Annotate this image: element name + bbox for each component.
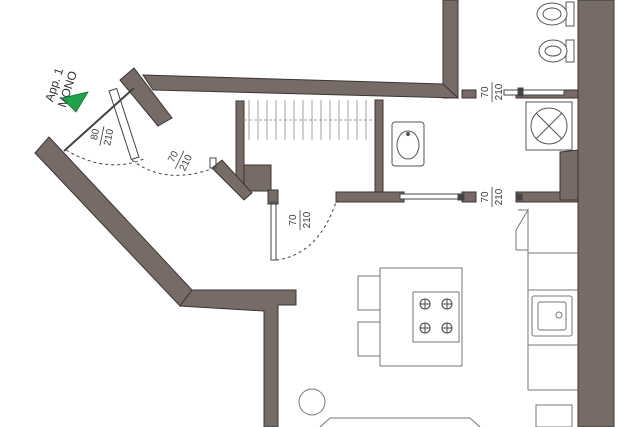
east-exterior-wall — [577, 0, 615, 427]
entrance-jamb — [119, 67, 173, 127]
kitchen-door-dimension: 70 210 — [480, 82, 505, 102]
kitchen-counter — [515, 208, 578, 427]
bath-west-wall — [374, 99, 384, 193]
bath-door-dimension: 70 210 — [480, 187, 505, 207]
wc — [536, 1, 575, 63]
kitchen-door-height: 210 — [494, 83, 505, 100]
washbasin — [391, 121, 425, 167]
top-wall-vertical — [442, 0, 459, 99]
kitchen-door — [515, 193, 523, 201]
diagonal-exterior-wall — [34, 136, 193, 307]
inner-door-left-width: 70 — [166, 149, 181, 164]
entrance-door-height: 210 — [102, 128, 116, 147]
corridor-door — [270, 201, 337, 261]
kitchen-partition-top — [461, 89, 477, 99]
cooktop — [412, 291, 460, 343]
fridge — [535, 404, 573, 427]
corridor-south-wall — [335, 191, 405, 203]
bath-door-height: 210 — [494, 188, 505, 205]
doors — [63, 87, 565, 261]
corridor-stub — [243, 164, 272, 192]
inner-door-left-dimension: 70 210 — [166, 149, 195, 173]
entrance-door-dimension: 80 210 — [89, 125, 116, 147]
wc-door — [503, 87, 565, 97]
chair-left-bottom — [357, 321, 381, 357]
top-wall-horizontal — [142, 74, 460, 99]
wc-wall-nub — [559, 149, 579, 201]
sofa — [298, 388, 481, 427]
burners — [419, 298, 453, 334]
dining-table — [357, 267, 463, 367]
bath-door-width: 70 — [480, 191, 491, 203]
boiler — [525, 101, 573, 151]
corridor-door-width: 70 — [288, 214, 299, 226]
closet-shelves — [244, 100, 375, 140]
corridor-diagonal — [211, 159, 253, 201]
entrance-marker-icon — [61, 91, 89, 113]
corridor-door-height: 210 — [302, 211, 313, 228]
chair-left-top — [357, 275, 381, 311]
kitchen-door-width: 70 — [480, 86, 491, 98]
corridor-door-dimension: 70 210 — [288, 210, 313, 230]
lamp — [298, 388, 326, 416]
entrance-door — [63, 87, 147, 166]
entrance-door-width: 80 — [89, 127, 102, 141]
corridor-post — [267, 189, 279, 205]
lower-exterior-wall — [179, 289, 297, 427]
bath-door — [399, 193, 465, 201]
inner-door-left — [131, 157, 217, 176]
